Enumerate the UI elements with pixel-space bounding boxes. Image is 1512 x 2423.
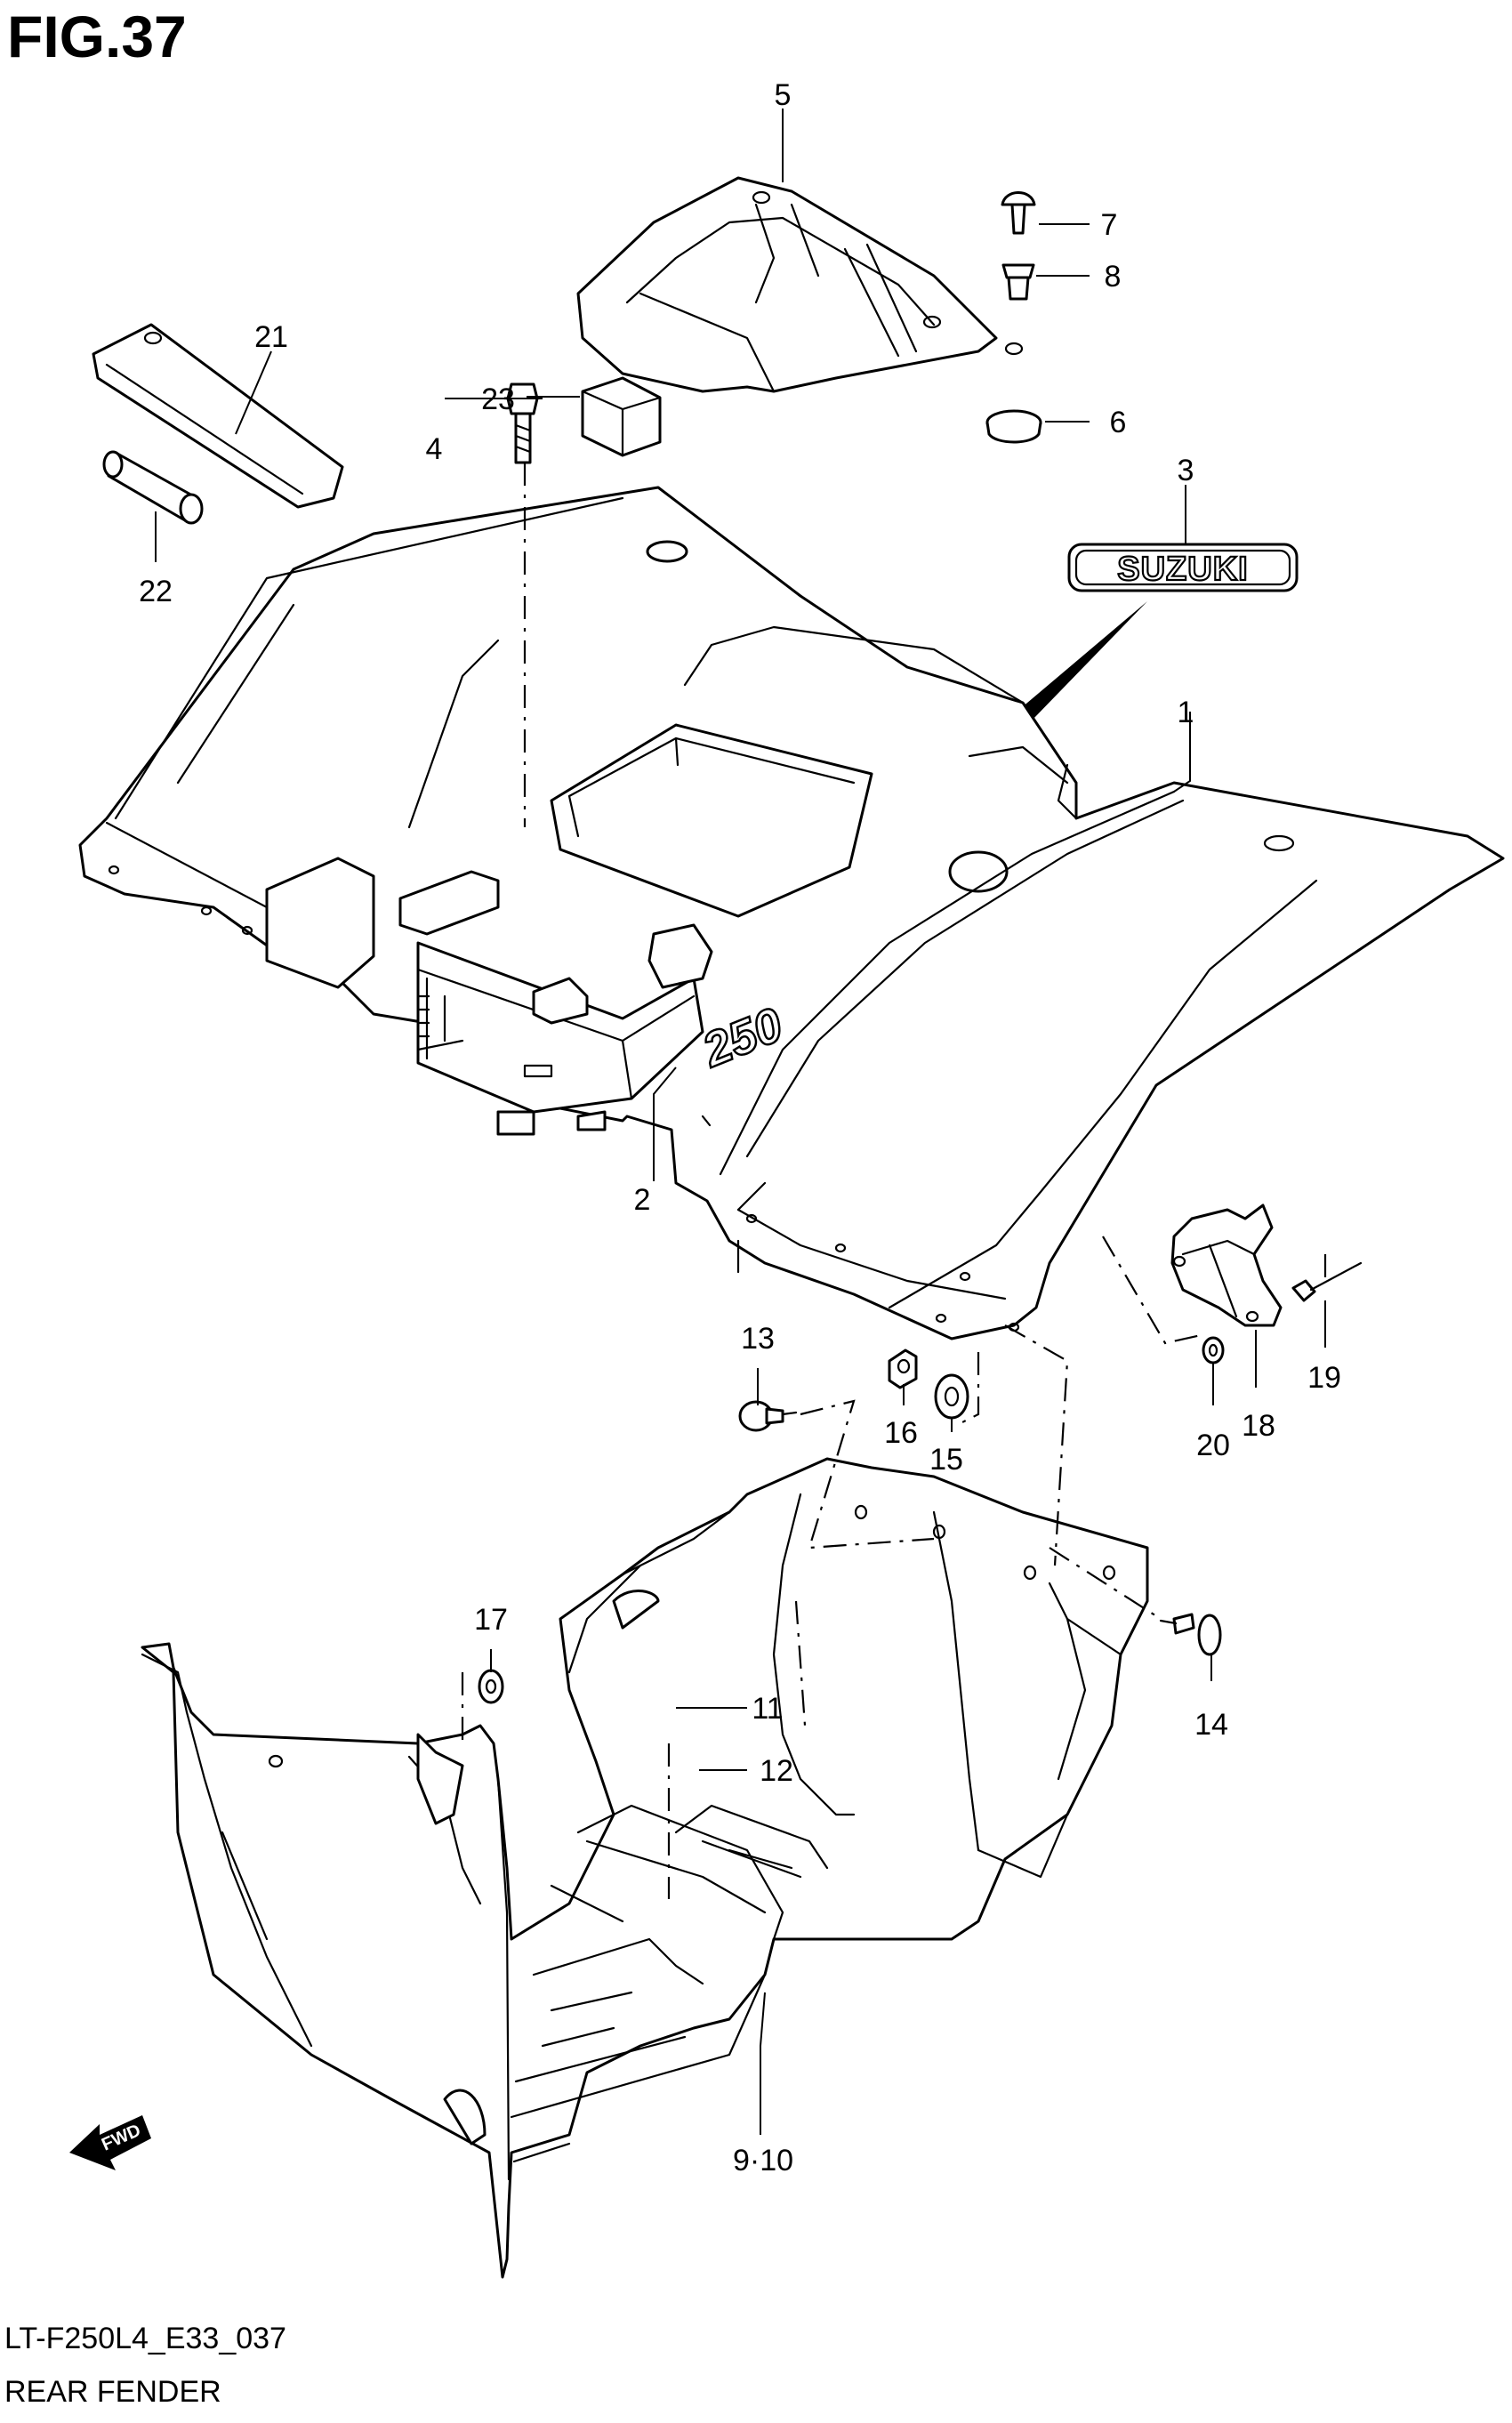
callout-8: 8 [1105,260,1122,294]
part-9-10-footrest [141,1457,1149,2279]
part-4-bolt [506,382,539,464]
part-13-plug [738,1400,798,1432]
callout-14: 14 [1194,1708,1228,1742]
callout-21: 21 [254,320,288,354]
callout-19: 19 [1307,1361,1341,1395]
part-17-washer [478,1669,504,1704]
part-7-rivet [1001,191,1036,235]
callout-5: 5 [775,78,792,112]
part-20-washer [1202,1336,1225,1364]
part-1-rear-fender: 250 [78,486,1505,1340]
part-14-rivet [1159,1613,1222,1656]
callout-6: 6 [1110,406,1127,439]
callout-13: 13 [741,1322,775,1356]
part-19-screw [1291,1261,1363,1302]
assembly-lines [461,463,1327,1899]
callout-11: 11 [752,1692,783,1726]
part-21-plate [92,323,344,509]
callout-7: 7 [1101,208,1118,242]
part-2-bracket [265,857,713,1136]
callout-15: 15 [929,1443,963,1477]
callout-9-10: 9·10 [733,2144,793,2177]
part-3-emblem: SUZUKI [1067,543,1299,592]
part-6-cap [985,409,1042,444]
callout-17: 17 [474,1603,508,1637]
emblem-pointer [1021,601,1147,720]
callout-leaders [155,109,1326,2135]
suzuki-logo-text: SUZUKI [1117,551,1248,588]
callout-20: 20 [1196,1429,1230,1462]
callout-labels: 1 2 3 4 5 6 7 8 9·10 11 12 13 14 15 16 1… [139,78,1341,2177]
fwd-arrow-icon: FWD [69,2115,151,2170]
callout-16: 16 [884,1416,918,1450]
callout-12: 12 [760,1754,793,1788]
figure-title: FIG.37 [7,4,187,69]
callout-3: 3 [1178,454,1194,487]
part-23-pad [581,376,662,457]
callout-1: 1 [1178,696,1194,729]
callout-18: 18 [1242,1409,1275,1443]
model-code: LT-F250L4_E33_037 [4,2322,286,2355]
part-18-bracket [1170,1203,1283,1327]
callout-2: 2 [634,1183,651,1217]
callout-22: 22 [139,575,173,608]
part-8-nut [1001,263,1035,301]
part-22-tube [102,450,204,525]
part-5-cover [576,176,1024,393]
part-15-washer [934,1373,969,1420]
section-name: REAR FENDER [4,2375,221,2409]
callout-4: 4 [426,432,443,466]
callout-23: 23 [481,382,515,416]
part-16-nut [888,1348,918,1389]
